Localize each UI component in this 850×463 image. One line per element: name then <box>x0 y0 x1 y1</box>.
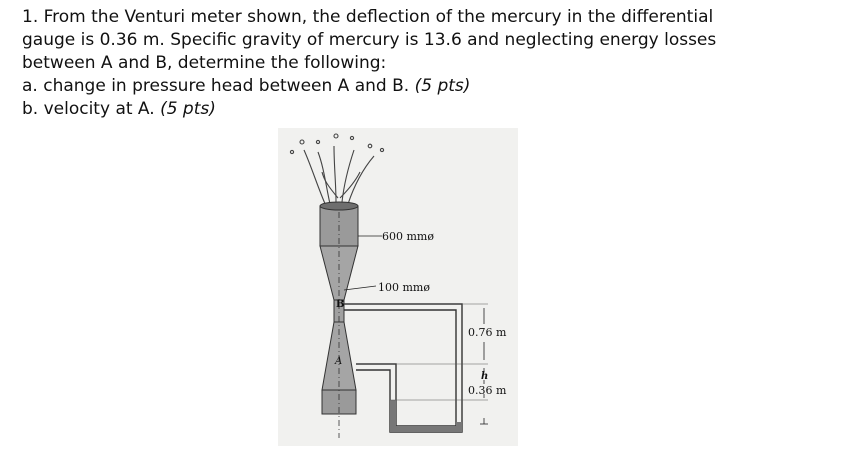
figure-background <box>278 128 518 446</box>
part-a-text: a. change in pressure head between A and… <box>22 76 410 96</box>
dimension-arrows <box>480 308 488 425</box>
problem-line-3: between A and B, determine the following… <box>22 53 387 73</box>
mercury-bottom <box>390 426 462 432</box>
part-a-points: (5 pts) <box>414 76 471 96</box>
label-point-b: B <box>336 299 344 310</box>
water-spray-icon <box>289 133 385 207</box>
pipe-outlet <box>319 201 359 211</box>
label-throat-diameter: 100 mmø <box>378 281 430 294</box>
part-b-points: (5 pts) <box>160 99 216 119</box>
label-point-a: A <box>334 356 342 367</box>
part-b: b. velocity at A. (5 pts) <box>22 98 842 121</box>
mercury-right-column <box>456 422 462 432</box>
label-h: h <box>481 371 488 382</box>
leader-100 <box>343 285 377 291</box>
part-b-text: b. velocity at A. <box>22 99 155 119</box>
label-deflection: 0.36 m <box>468 384 507 397</box>
mercury-left-column <box>390 400 396 432</box>
problem-line-2: gauge is 0.36 m. Specific gravity of mer… <box>22 30 717 50</box>
venturi-diagram: 600 mmø 100 mmø B A 0.76 m h 0.36 m <box>278 128 518 446</box>
label-top-diameter: 600 mmø <box>382 230 434 243</box>
problem-line-1: 1. From the Venturi meter shown, the def… <box>22 7 714 27</box>
part-a: a. change in pressure head between A and… <box>22 75 842 98</box>
venturi-meter-figure: 600 mmø 100 mmø B A 0.76 m h 0.36 m <box>278 128 518 446</box>
problem-statement: 1. From the Venturi meter shown, the def… <box>22 6 842 121</box>
label-upper-height: 0.76 m <box>468 326 507 339</box>
